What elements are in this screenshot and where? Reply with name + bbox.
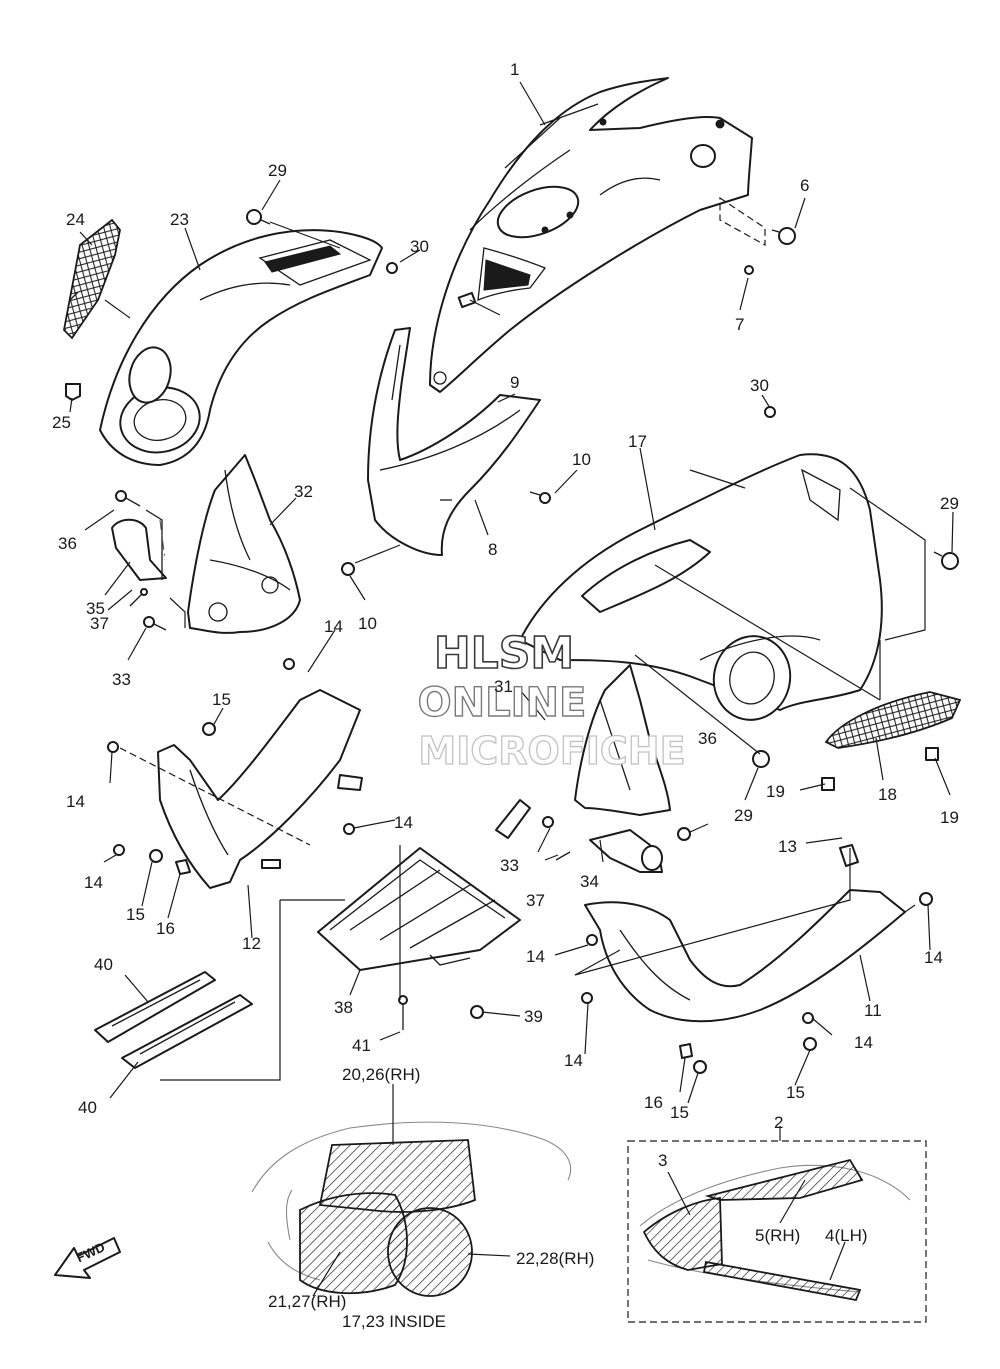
callout-labels: 1 2 3 5(RH) 4(LH) 6 7 8 9 10 10 11 12 13… xyxy=(52,60,959,1311)
callout-29a: 29 xyxy=(268,161,287,180)
callout-33a: 33 xyxy=(112,670,131,689)
callout-33b: 33 xyxy=(500,856,519,875)
callout-6: 6 xyxy=(800,176,809,195)
callout-19a: 19 xyxy=(766,782,785,801)
callout-29b: 29 xyxy=(940,494,959,513)
part-2-stripe-box xyxy=(627,1140,927,1323)
callout-15c: 15 xyxy=(786,1083,805,1102)
part-36-screw-left xyxy=(115,490,141,507)
part-23-side-cover xyxy=(99,229,383,466)
watermark-line-3: MICROFICHE xyxy=(418,729,685,773)
callout-14b: 14 xyxy=(66,792,85,811)
callout-10b: 10 xyxy=(358,614,377,633)
callout-16a: 16 xyxy=(156,919,175,938)
callout-30b: 30 xyxy=(750,376,769,395)
callout-9: 9 xyxy=(510,373,519,392)
part-17-rear-cover xyxy=(519,453,883,721)
callout-19b: 19 xyxy=(940,808,959,827)
callout-35: 35 xyxy=(86,599,105,618)
inside-note: 17,23 INSIDE xyxy=(342,1312,446,1331)
part-37-pin-left xyxy=(129,588,148,607)
callout-25: 25 xyxy=(52,413,71,432)
callout-29c: 29 xyxy=(734,806,753,825)
callout-37b: 37 xyxy=(526,891,545,910)
callout-21-27rh: 21,27(RH) xyxy=(268,1292,346,1311)
fwd-arrow-icon: FWD xyxy=(54,1237,121,1279)
callout-13: 13 xyxy=(778,837,797,856)
callout-31: 31 xyxy=(494,677,513,696)
callout-30a: 30 xyxy=(410,237,429,256)
callout-3: 3 xyxy=(658,1151,667,1170)
callout-5rh: 5(RH) xyxy=(755,1226,800,1245)
callout-17: 17 xyxy=(628,432,647,451)
part-1-front-cowl xyxy=(429,77,753,393)
callout-40b: 40 xyxy=(78,1098,97,1117)
callout-1: 1 xyxy=(510,60,519,79)
callout-38: 38 xyxy=(334,998,353,1017)
callout-34: 34 xyxy=(580,872,599,891)
hardware xyxy=(107,209,959,1074)
part-40-rails xyxy=(94,971,253,1069)
callout-41: 41 xyxy=(352,1036,371,1055)
callout-23: 23 xyxy=(170,210,189,229)
part-34-duct xyxy=(589,829,663,873)
inside-view-panel xyxy=(251,1121,572,1297)
callout-14c: 14 xyxy=(84,873,103,892)
callout-14h: 14 xyxy=(924,948,943,967)
part-12-under-cover xyxy=(157,689,363,889)
callout-14d: 14 xyxy=(394,813,413,832)
callout-14f: 14 xyxy=(564,1051,583,1070)
callout-11: 11 xyxy=(864,1001,882,1020)
callout-15d: 15 xyxy=(670,1103,689,1122)
callout-15b: 15 xyxy=(126,905,145,924)
callout-37a: 37 xyxy=(90,614,109,633)
callout-22-28rh: 22,28(RH) xyxy=(516,1249,594,1268)
watermark: HLSM ONLINE MICROFICHE xyxy=(417,627,686,773)
callout-14e: 14 xyxy=(526,947,545,966)
callout-36b: 36 xyxy=(698,729,717,748)
callout-36a: 36 xyxy=(58,534,77,553)
callout-8: 8 xyxy=(488,540,497,559)
part-31-bracket xyxy=(495,664,671,839)
watermark-line-1: HLSM xyxy=(434,628,574,679)
callout-40a: 40 xyxy=(94,955,113,974)
part-8-inner-panel xyxy=(367,291,541,556)
callout-12: 12 xyxy=(242,934,261,953)
callout-4lh: 4(LH) xyxy=(825,1226,868,1245)
callout-15a: 15 xyxy=(212,690,231,709)
callout-20-26rh: 20,26(RH) xyxy=(342,1065,420,1084)
part-25-clip xyxy=(65,383,81,401)
callout-39: 39 xyxy=(524,1007,543,1026)
part-32-bracket xyxy=(187,454,301,634)
callout-7: 7 xyxy=(735,315,744,334)
part-35-duct xyxy=(111,509,167,581)
part-24-mesh-grille xyxy=(63,218,121,340)
leader-lines xyxy=(69,81,954,1297)
part-38-skid-plate xyxy=(317,847,521,971)
callout-18: 18 xyxy=(878,785,897,804)
part-33-screw-left xyxy=(143,616,167,631)
part-11-under-cover xyxy=(584,844,906,1023)
callout-2: 2 xyxy=(774,1113,783,1132)
callout-14a: 14 xyxy=(324,617,343,636)
part-18-rear-grille xyxy=(824,691,962,749)
callout-16b: 16 xyxy=(644,1093,663,1112)
callout-32: 32 xyxy=(294,482,313,501)
part-19-clips xyxy=(821,747,939,791)
callout-10a: 10 xyxy=(572,450,591,469)
watermark-line-2: ONLINE xyxy=(418,680,587,726)
callout-24: 24 xyxy=(66,210,85,229)
callout-14g: 14 xyxy=(854,1033,873,1052)
